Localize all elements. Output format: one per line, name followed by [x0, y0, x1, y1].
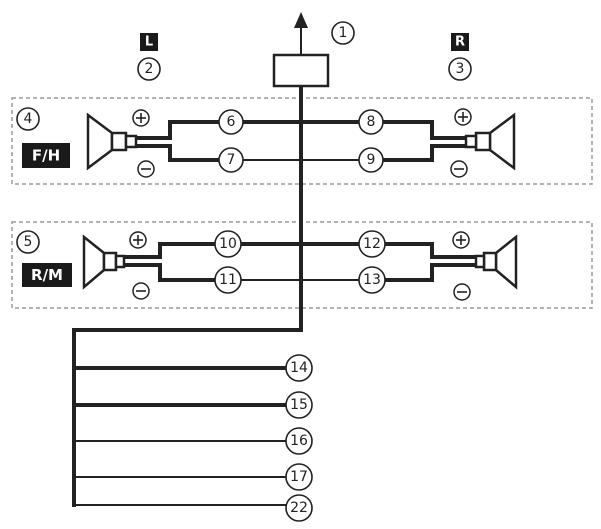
- svg-text:14: 14: [290, 360, 308, 376]
- svg-text:1: 1: [339, 25, 348, 41]
- plus-circle-icon: [452, 231, 470, 249]
- minus-circle-icon: [132, 282, 150, 300]
- head-unit-connector: [272, 53, 330, 88]
- left-channel-badge: L: [140, 33, 158, 51]
- svg-text:5: 5: [24, 234, 33, 250]
- plus-circle-icon: [132, 109, 150, 127]
- rear-right-minus-wire: [384, 263, 482, 282]
- callout-4: 4: [16, 107, 40, 131]
- minus-circle-icon: [453, 283, 471, 301]
- svg-text:7: 7: [227, 152, 236, 168]
- front-right-plus-wire: [382, 120, 482, 140]
- svg-text:10: 10: [219, 236, 237, 252]
- svg-text:2: 2: [145, 61, 154, 77]
- svg-text:12: 12: [363, 236, 381, 252]
- minus-circle-icon: [137, 160, 155, 178]
- callout-11: 11: [214, 266, 242, 294]
- front-left-plus-wire: [137, 120, 220, 140]
- callout-17: 17: [285, 463, 313, 491]
- callout-16: 16: [285, 427, 313, 455]
- callout-15: 15: [285, 391, 313, 419]
- callout-13: 13: [358, 266, 386, 294]
- callout-2: 2: [137, 57, 161, 81]
- svg-text:15: 15: [290, 397, 308, 413]
- rear-left-minus-wire: [124, 263, 216, 282]
- minus-circle-icon: [450, 160, 468, 178]
- callout-12: 12: [358, 230, 386, 258]
- front-right-minus-wire: [382, 144, 482, 162]
- svg-text:R/M: R/M: [31, 266, 63, 284]
- svg-text:8: 8: [367, 114, 376, 130]
- svg-text:6: 6: [227, 114, 236, 130]
- plus-circle-icon: [129, 231, 147, 249]
- svg-text:16: 16: [290, 433, 308, 449]
- front-high-badge: F/H: [22, 143, 70, 168]
- callout-8: 8: [358, 109, 384, 135]
- main-trunk-wire: [72, 84, 303, 507]
- svg-text:4: 4: [24, 111, 33, 127]
- rear-mid-badge: R/M: [22, 263, 72, 287]
- svg-text:3: 3: [456, 61, 465, 77]
- svg-text:R: R: [455, 35, 465, 50]
- callout-22: 22: [285, 494, 313, 522]
- front-left-speaker-icon: [86, 112, 138, 171]
- callout-6: 6: [218, 109, 244, 135]
- callout-7: 7: [218, 147, 244, 173]
- rear-left-speaker-icon: [82, 234, 126, 290]
- callout-9: 9: [358, 147, 384, 173]
- callout-10: 10: [214, 230, 242, 258]
- rear-right-speaker-icon: [474, 234, 518, 290]
- up-arrow-icon: [294, 12, 308, 56]
- svg-text:22: 22: [290, 500, 308, 516]
- right-channel-badge: R: [451, 33, 469, 51]
- svg-text:11: 11: [219, 272, 237, 288]
- front-right-speaker-icon: [464, 112, 516, 171]
- callout-1: 1: [331, 21, 355, 45]
- callout-5: 5: [16, 230, 40, 254]
- svg-text:F/H: F/H: [32, 147, 60, 165]
- plus-circle-icon: [454, 108, 472, 126]
- front-left-minus-wire: [137, 144, 220, 162]
- rear-left-plus-wire: [124, 242, 216, 259]
- svg-text:13: 13: [363, 272, 381, 288]
- svg-text:L: L: [145, 35, 153, 50]
- rear-right-plus-wire: [384, 242, 482, 259]
- callout-14: 14: [285, 354, 313, 382]
- callout-3: 3: [448, 57, 472, 81]
- svg-text:17: 17: [290, 469, 308, 485]
- svg-text:9: 9: [367, 152, 376, 168]
